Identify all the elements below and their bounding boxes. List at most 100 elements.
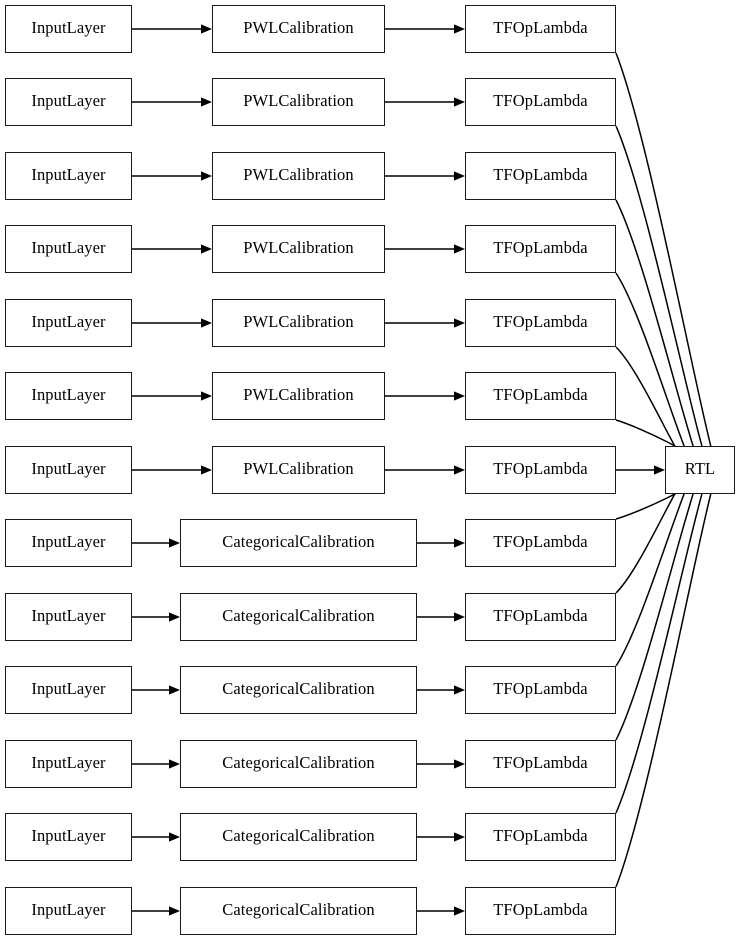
edge-calibration-to-lambda-10 [417,759,465,769]
node-calibration-8-label: CategoricalCalibration [222,606,375,626]
node-input-layer-11[interactable]: InputLayer [5,813,132,861]
node-tfoplambda-6[interactable]: TFOpLambda [465,446,616,494]
node-calibration-1[interactable]: PWLCalibration [212,78,385,126]
node-input-layer-12-label: InputLayer [31,900,106,920]
edge-input-to-calibration-5-arrow [201,391,212,401]
node-calibration-7[interactable]: CategoricalCalibration [180,519,417,567]
node-tfoplambda-10[interactable]: TFOpLambda [465,740,616,788]
node-input-layer-3[interactable]: InputLayer [5,225,132,273]
edge-lambda-to-rtl-2-curve [615,199,709,476]
node-calibration-0-label: PWLCalibration [243,18,354,38]
edge-lambda-to-rtl-1-curve [615,125,719,483]
node-rtl[interactable]: RTL [665,446,735,494]
edge-input-to-calibration-11-arrow [169,832,180,842]
node-tfoplambda-11-label: TFOpLambda [493,826,588,846]
edge-input-to-calibration-4 [132,318,212,328]
node-calibration-11[interactable]: CategoricalCalibration [180,813,417,861]
edge-lambda-to-rtl-1 [615,125,722,483]
edge-input-to-calibration-7-arrow [169,538,180,548]
edge-calibration-to-lambda-11 [417,832,465,842]
edge-lambda-to-rtl-0 [615,52,732,490]
node-input-layer-6-label: InputLayer [31,459,106,479]
edge-calibration-to-lambda-3-arrow [454,244,465,254]
edge-lambda-to-rtl-11-curve [615,457,719,814]
edge-lambda-to-rtl-6 [616,465,665,475]
edge-lambda-to-rtl-10-curve [615,464,709,741]
edge-lambda-to-rtl-6-arrow [654,465,665,475]
edge-lambda-to-rtl-8 [615,477,693,594]
node-calibration-6[interactable]: PWLCalibration [212,446,385,494]
node-calibration-0[interactable]: PWLCalibration [212,5,385,53]
edge-input-to-calibration-10-arrow [169,759,180,769]
node-input-layer-6[interactable]: InputLayer [5,446,132,494]
edge-input-to-calibration-6-arrow [201,465,212,475]
edge-calibration-to-lambda-1-arrow [454,97,465,107]
node-tfoplambda-3[interactable]: TFOpLambda [465,225,616,273]
node-calibration-12[interactable]: CategoricalCalibration [180,887,417,935]
node-calibration-8[interactable]: CategoricalCalibration [180,593,417,641]
node-calibration-6-label: PWLCalibration [243,459,354,479]
node-tfoplambda-7[interactable]: TFOpLambda [465,519,616,567]
edge-input-to-calibration-8 [132,612,180,622]
edge-input-to-calibration-2 [132,171,212,181]
node-input-layer-5[interactable]: InputLayer [5,372,132,420]
node-input-layer-12[interactable]: InputLayer [5,887,132,935]
node-tfoplambda-12[interactable]: TFOpLambda [465,887,616,935]
edge-input-to-calibration-12-arrow [169,906,180,916]
node-calibration-4-label: PWLCalibration [243,312,354,332]
node-calibration-3[interactable]: PWLCalibration [212,225,385,273]
node-calibration-4[interactable]: PWLCalibration [212,299,385,347]
edge-lambda-to-rtl-9 [615,471,703,667]
node-calibration-5[interactable]: PWLCalibration [212,372,385,420]
node-calibration-3-label: PWLCalibration [243,238,354,258]
edge-calibration-to-lambda-2-arrow [454,171,465,181]
edge-lambda-to-rtl-4-curve [615,346,689,463]
edge-input-to-calibration-9-arrow [169,685,180,695]
node-input-layer-2-label: InputLayer [31,165,106,185]
node-tfoplambda-9-label: TFOpLambda [493,679,588,699]
node-tfoplambda-2[interactable]: TFOpLambda [465,152,616,200]
edge-calibration-to-lambda-9 [417,685,465,695]
edge-input-to-calibration-0 [132,24,212,34]
node-input-layer-9[interactable]: InputLayer [5,666,132,714]
node-input-layer-0-label: InputLayer [31,18,106,38]
node-input-layer-4[interactable]: InputLayer [5,299,132,347]
node-tfoplambda-9[interactable]: TFOpLambda [465,666,616,714]
node-calibration-2[interactable]: PWLCalibration [212,152,385,200]
edge-calibration-to-lambda-1 [385,97,465,107]
node-tfoplambda-8[interactable]: TFOpLambda [465,593,616,641]
edge-input-to-calibration-5 [132,391,212,401]
edge-calibration-to-lambda-6 [385,465,465,475]
node-input-layer-7[interactable]: InputLayer [5,519,132,567]
node-tfoplambda-10-label: TFOpLambda [493,753,588,773]
node-tfoplambda-5[interactable]: TFOpLambda [465,372,616,420]
node-input-layer-11-label: InputLayer [31,826,106,846]
node-calibration-9-label: CategoricalCalibration [222,679,375,699]
node-calibration-10[interactable]: CategoricalCalibration [180,740,417,788]
edge-lambda-to-rtl-3-curve [615,272,699,469]
node-tfoplambda-0[interactable]: TFOpLambda [465,5,616,53]
node-calibration-9[interactable]: CategoricalCalibration [180,666,417,714]
node-tfoplambda-11[interactable]: TFOpLambda [465,813,616,861]
node-tfoplambda-1[interactable]: TFOpLambda [465,78,616,126]
node-input-layer-0[interactable]: InputLayer [5,5,132,53]
node-calibration-10-label: CategoricalCalibration [222,753,375,773]
node-tfoplambda-12-label: TFOpLambda [493,900,588,920]
node-input-layer-7-label: InputLayer [31,532,106,552]
node-tfoplambda-0-label: TFOpLambda [493,18,588,38]
node-input-layer-8-label: InputLayer [31,606,106,626]
node-tfoplambda-7-label: TFOpLambda [493,532,588,552]
node-tfoplambda-4[interactable]: TFOpLambda [465,299,616,347]
edge-calibration-to-lambda-12 [417,906,465,916]
edge-calibration-to-lambda-12-arrow [454,906,465,916]
edge-lambda-to-rtl-12 [615,450,732,888]
node-input-layer-8[interactable]: InputLayer [5,593,132,641]
node-input-layer-1[interactable]: InputLayer [5,78,132,126]
node-input-layer-4-label: InputLayer [31,312,106,332]
node-input-layer-10[interactable]: InputLayer [5,740,132,788]
node-input-layer-2[interactable]: InputLayer [5,152,132,200]
edge-input-to-calibration-0-arrow [201,24,212,34]
edge-calibration-to-lambda-4 [385,318,465,328]
node-calibration-5-label: PWLCalibration [243,385,354,405]
